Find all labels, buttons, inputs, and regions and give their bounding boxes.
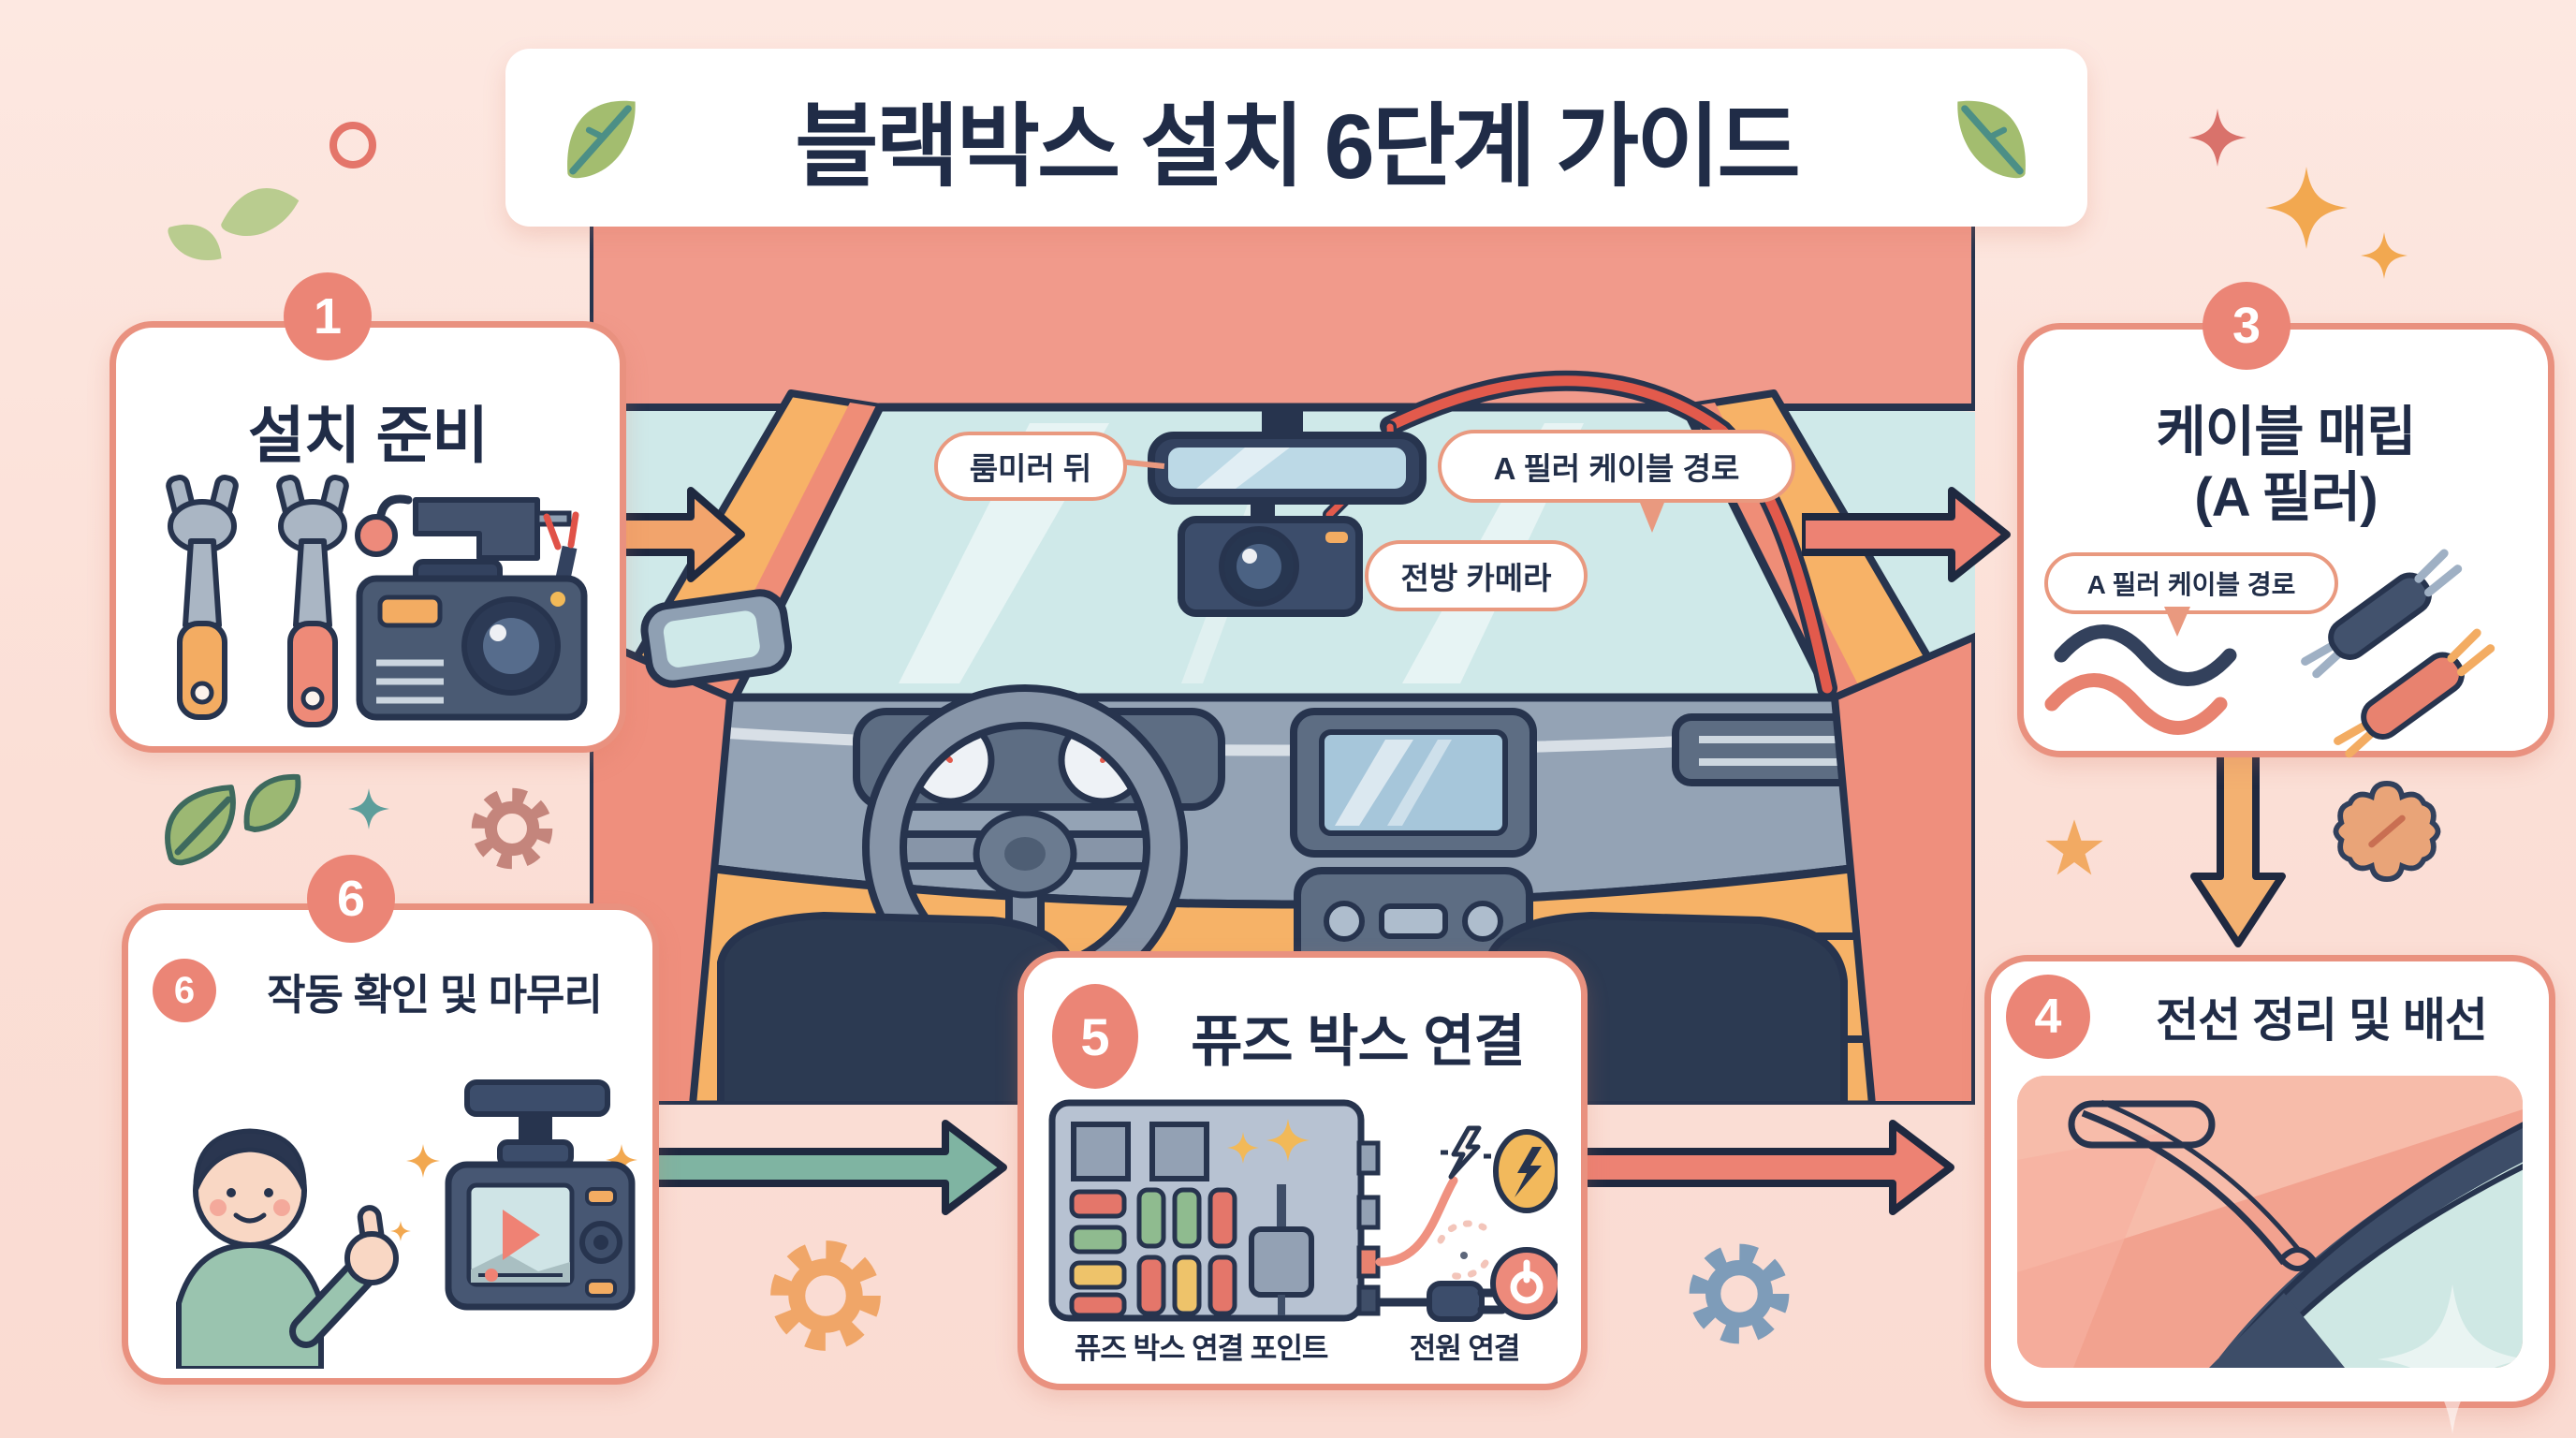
power-tap-cable xyxy=(1375,1176,1458,1267)
star-decoration xyxy=(2045,819,2103,875)
step6-card: 6 작동 확인 및 마무리 xyxy=(122,903,659,1385)
fuse-box-illustration xyxy=(1048,1099,1558,1322)
step3-card: 케이블 매립 (A 필러) A 필러 케이블 경로 xyxy=(2017,323,2554,758)
dashcam-unit-icon xyxy=(356,511,588,721)
step6-header: 6 작동 확인 및 마무리 xyxy=(153,959,637,1022)
person-thumbs-up-icon xyxy=(176,1128,399,1369)
step4-header: 4 전선 정리 및 배선 xyxy=(2006,975,2538,1059)
arrow-step6-to-step5 xyxy=(648,1120,1007,1215)
step3-title-line2: (A 필러) xyxy=(2194,467,2378,528)
leaves-decoration xyxy=(165,773,301,866)
step1-badge: 1 xyxy=(284,272,372,360)
step6-inline-badge: 6 xyxy=(153,959,216,1022)
power-button-icon xyxy=(1490,1247,1558,1320)
person-thumbs-up-and-dashcam xyxy=(176,1079,637,1369)
lightning-badge-icon xyxy=(1493,1129,1558,1213)
wrench-icon xyxy=(276,474,349,727)
label-a-pillar-route: A 필러 케이블 경로 xyxy=(1438,430,1795,503)
arrow-step3-to-step4 xyxy=(2190,736,2286,947)
step5-card: 5 퓨즈 박스 연결 xyxy=(1017,951,1588,1390)
step6-title: 작동 확인 및 마무리 xyxy=(267,970,603,1019)
sparkle-icon xyxy=(2378,1284,2527,1434)
splat-decoration xyxy=(2333,781,2441,882)
label-behind-mirror: 룸미러 뒤 xyxy=(934,432,1127,501)
sparkle-icon xyxy=(2265,167,2348,249)
sparkle-icon xyxy=(2361,232,2408,279)
drill-icon xyxy=(355,494,572,561)
cable-connector-icon xyxy=(2301,549,2463,679)
step4-title: 전선 정리 및 배선 xyxy=(2156,994,2488,1047)
step4-badge: 4 xyxy=(2006,975,2090,1059)
pillar-wiring-photo xyxy=(2017,1076,2523,1368)
gear-icon xyxy=(1689,1243,1790,1344)
ring-decoration xyxy=(329,122,376,169)
title-card: 블랙박스 설치 6단계 가이드 xyxy=(505,49,2087,227)
step5-badge: 5 xyxy=(1052,984,1138,1089)
page-title: 블랙박스 설치 6단계 가이드 xyxy=(795,95,1800,198)
sparkle-icon xyxy=(390,1221,411,1241)
bubble-tail xyxy=(2164,607,2190,637)
gear-icon xyxy=(471,787,553,870)
power-connect-label: 전원 연결 xyxy=(1409,1332,1521,1365)
arrow-step5-to-step4 xyxy=(1571,1120,1954,1215)
arrow-car-to-step3 xyxy=(1802,487,2011,582)
lightning-bolt-icon xyxy=(1441,1125,1491,1180)
label-front-camera: 전방 카메라 xyxy=(1365,540,1588,611)
wrench-icon xyxy=(166,474,239,720)
fuse-point-label: 퓨즈 박스 연결 포인트 xyxy=(1074,1332,1329,1365)
leaves-decoration xyxy=(167,171,300,269)
cable-connector-icon xyxy=(2334,628,2496,758)
step3-title-line1: 케이블 매립 xyxy=(2156,402,2417,462)
cable-wave-navy xyxy=(2054,624,2237,686)
sparkle-icon xyxy=(406,1144,440,1178)
leaf-icon xyxy=(557,84,646,192)
cables-icon xyxy=(2044,549,2496,758)
gear-icon xyxy=(770,1240,881,1351)
step1-card: 설치 준비 xyxy=(110,321,626,753)
dashcam-playback-icon xyxy=(445,1079,636,1311)
leaf-icon xyxy=(1947,84,2036,192)
step5-captions: 퓨즈 박스 연결 포인트 전원 연결 xyxy=(1041,1325,1568,1367)
step6-badge: 6 xyxy=(307,855,395,943)
step5-header: 5 퓨즈 박스 연결 xyxy=(1052,984,1562,1089)
fuse-box-icon xyxy=(1048,1099,1381,1322)
sparkle-icon xyxy=(2188,109,2247,167)
step3-badge: 3 xyxy=(2203,282,2291,370)
sparkle-icon xyxy=(348,788,389,829)
refresh-dashed-icon xyxy=(1437,1220,1489,1280)
side-mirror xyxy=(640,589,793,688)
step5-title: 퓨즈 박스 연결 xyxy=(1191,1009,1526,1073)
tools-and-camera-icon xyxy=(166,474,588,727)
cable-wave-salmon xyxy=(2044,673,2228,735)
step3-bubble-pillar-route: A 필러 케이블 경로 xyxy=(2044,552,2338,614)
step1-title: 설치 준비 xyxy=(247,401,489,470)
